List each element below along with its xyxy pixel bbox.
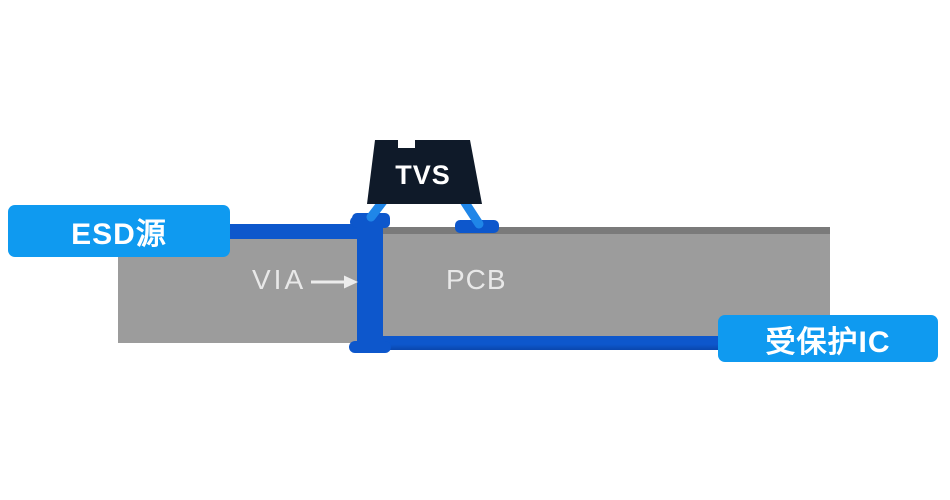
via-label: VIA	[252, 264, 307, 295]
via-bar	[357, 214, 383, 353]
pcb-body	[118, 227, 830, 343]
via-bottom-cap	[349, 341, 391, 353]
esd-source-label: ESD源	[8, 205, 230, 257]
tvs-pad-left	[352, 213, 390, 228]
tvs-pad-right	[455, 220, 499, 233]
protected-ic-label: 受保护IC	[718, 315, 938, 362]
pcb-label: PCB	[446, 264, 507, 295]
tvs-body: TVS	[367, 140, 482, 204]
tvs-label: TVS	[395, 160, 451, 190]
